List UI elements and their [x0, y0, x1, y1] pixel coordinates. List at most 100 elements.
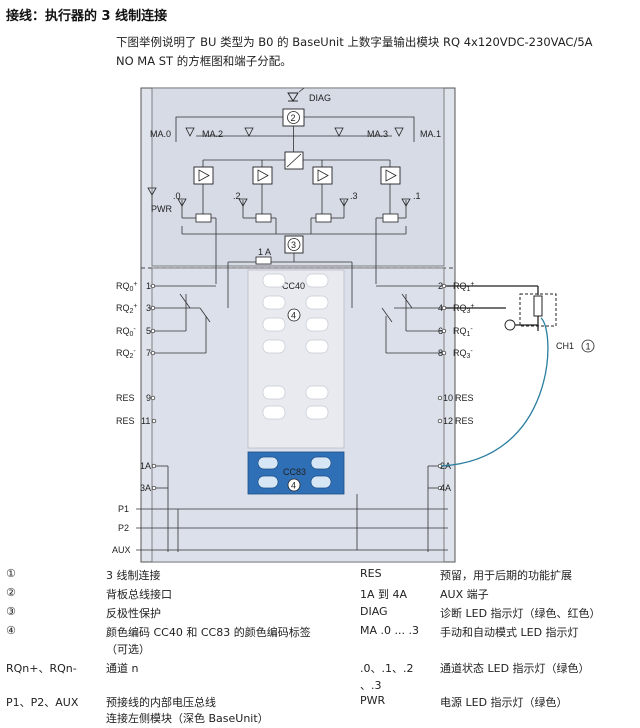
legend-row: 连接左侧模块（深色 BaseUnit） — [0, 710, 640, 728]
svg-text:6: 6 — [438, 326, 443, 336]
callout-4b: 4 — [291, 481, 296, 491]
legend-row: RQn+、RQn- 通道 n .0、.1、.2 通道状态 LED 指示灯（绿色） — [0, 660, 640, 678]
ch-led-label-2: .2 — [233, 191, 241, 201]
cc40-holes — [262, 273, 329, 420]
svg-text:10: 10 — [443, 393, 453, 403]
legend-key: P1、P2、AUX — [6, 696, 79, 709]
driver-channel-1 — [375, 166, 411, 284]
diag-label: DIAG — [309, 93, 331, 103]
svg-text:RQ0-: RQ0- — [116, 326, 136, 338]
callout-3: 3 — [291, 240, 296, 250]
diag-led — [287, 87, 305, 102]
svg-text:1: 1 — [146, 281, 151, 291]
terminal-3a: 3A — [140, 483, 157, 493]
svg-text:8: 8 — [438, 348, 443, 358]
pwr-led — [147, 187, 157, 210]
svg-text:1A: 1A — [140, 461, 151, 471]
bus-aux: AUX — [112, 545, 448, 555]
ma-label-1: MA.1 — [420, 129, 441, 139]
legend-value: 通道状态 LED 指示灯（绿色） — [440, 662, 590, 675]
fuse — [255, 256, 272, 265]
legend-value: 诊断 LED 指示灯（绿色、红色） — [440, 607, 601, 620]
legend-key: PWR — [360, 694, 386, 707]
terminal-1a: 1A — [140, 461, 157, 471]
svg-text:3: 3 — [146, 303, 151, 313]
svg-text:2: 2 — [438, 281, 443, 291]
legend-value: 连接左侧模块（深色 BaseUnit） — [106, 712, 269, 725]
legend-key: ① — [6, 567, 16, 580]
svg-text:RES: RES — [116, 393, 135, 403]
svg-text:RQ2-: RQ2- — [116, 348, 136, 360]
ma-led-0 — [185, 127, 195, 137]
legend-value: AUX 端子 — [440, 588, 489, 601]
driver-channel-3 — [310, 166, 349, 234]
ma-led-1 — [394, 127, 404, 137]
terminal-1: RQ0+ 1 — [116, 281, 156, 293]
callout-1: 1 — [586, 342, 591, 352]
svg-text:RQ1+: RQ1+ — [453, 281, 475, 293]
svg-text:RQ0+: RQ0+ — [116, 281, 138, 293]
svg-text:9: 9 — [146, 393, 151, 403]
intro-line-1: 下图举例说明了 BU 类型为 B0 的 BaseUnit 上数字量输出模块 RQ… — [116, 35, 593, 49]
external-actuator — [440, 285, 557, 467]
ch-led-label-0: .0 — [173, 191, 181, 201]
svg-text:12: 12 — [443, 416, 453, 426]
legend-row: ② 背板总线接口 1A 到 4A AUX 端子 — [0, 586, 640, 604]
legend-value: 背板总线接口 — [106, 588, 172, 601]
svg-text:RQ2+: RQ2+ — [116, 303, 138, 315]
pwr-label: PWR — [151, 204, 172, 214]
terminal-11: RES 11 — [116, 416, 157, 426]
cc83-text: CC83 — [283, 467, 306, 477]
legend-value: 颜色编码 CC40 和 CC83 的颜色编码标签 — [106, 626, 311, 639]
svg-text:7: 7 — [146, 348, 151, 358]
terminal-9: RES 9 — [116, 393, 156, 403]
terminal-12: 12 RES — [437, 416, 474, 426]
svg-text:RQ3+: RQ3+ — [453, 303, 475, 315]
cc83-holes — [257, 456, 332, 489]
legend-value: 电源 LED 指示灯（绿色） — [440, 696, 568, 709]
svg-text:P2: P2 — [118, 523, 129, 533]
block-diagram: DIAG 2 MA.0 MA.2 MA.3 MA.1 — [112, 87, 595, 563]
svg-text:RES: RES — [116, 416, 135, 426]
cc40-label — [247, 269, 345, 449]
svg-text:P1: P1 — [118, 504, 129, 514]
legend-key: DIAG — [360, 605, 388, 618]
driver-channel-2 — [238, 166, 277, 234]
callout-2: 2 — [291, 113, 296, 123]
svg-text:RES: RES — [455, 416, 474, 426]
bus-p1: P1 — [118, 504, 448, 514]
legend-row: ③ 反极性保护 DIAG 诊断 LED 指示灯（绿色、红色） — [0, 605, 640, 623]
ma-label-0: MA.0 — [150, 129, 171, 139]
legend-key: .0、.1、.2 — [360, 662, 414, 675]
legend-key: 、.3 — [360, 679, 382, 692]
svg-text:11: 11 — [141, 416, 150, 426]
svg-text:AUX: AUX — [112, 545, 131, 555]
ma-led-3 — [334, 127, 344, 137]
svg-text:RQ3-: RQ3- — [453, 348, 473, 360]
fuse-label: 1 A — [258, 247, 271, 257]
terminal-7: RQ2- 7 — [116, 348, 156, 360]
legend-value: 通道 n — [106, 662, 139, 675]
svg-text:RES: RES — [455, 393, 474, 403]
ch-led-label-3: .3 — [350, 191, 358, 201]
intro-line-2: NO MA ST 的方框图和端子分配。 — [116, 54, 292, 68]
legend-key: 1A 到 4A — [360, 588, 408, 601]
legend-key: RES — [360, 567, 382, 580]
legend-key: RQn+、RQn- — [6, 662, 77, 675]
svg-text:RQ1-: RQ1- — [453, 326, 473, 338]
terminal-5: RQ0- 5 — [116, 326, 156, 338]
terminal-10: 10 RES — [437, 393, 474, 403]
legend-value: 手动和自动模式 LED 指示灯 — [440, 626, 579, 639]
ma-label-2: MA.2 — [202, 129, 223, 139]
callout-4a: 4 — [291, 311, 296, 321]
legend-value: 3 线制连接 — [106, 569, 161, 582]
legend-value: 预接线的内部电压总线 — [106, 696, 216, 709]
svg-text:3A: 3A — [140, 483, 151, 493]
svg-text:4: 4 — [438, 303, 443, 313]
legend-value: 反极性保护 — [106, 607, 161, 620]
ma-led-2 — [244, 127, 254, 137]
legend-row: ① 3 线制连接 RES 预留，用于后期的功能扩展 — [0, 567, 640, 585]
svg-text:5: 5 — [146, 326, 151, 336]
terminal-4a: 4A — [437, 483, 451, 493]
ch1-label: CH1 — [556, 341, 574, 351]
